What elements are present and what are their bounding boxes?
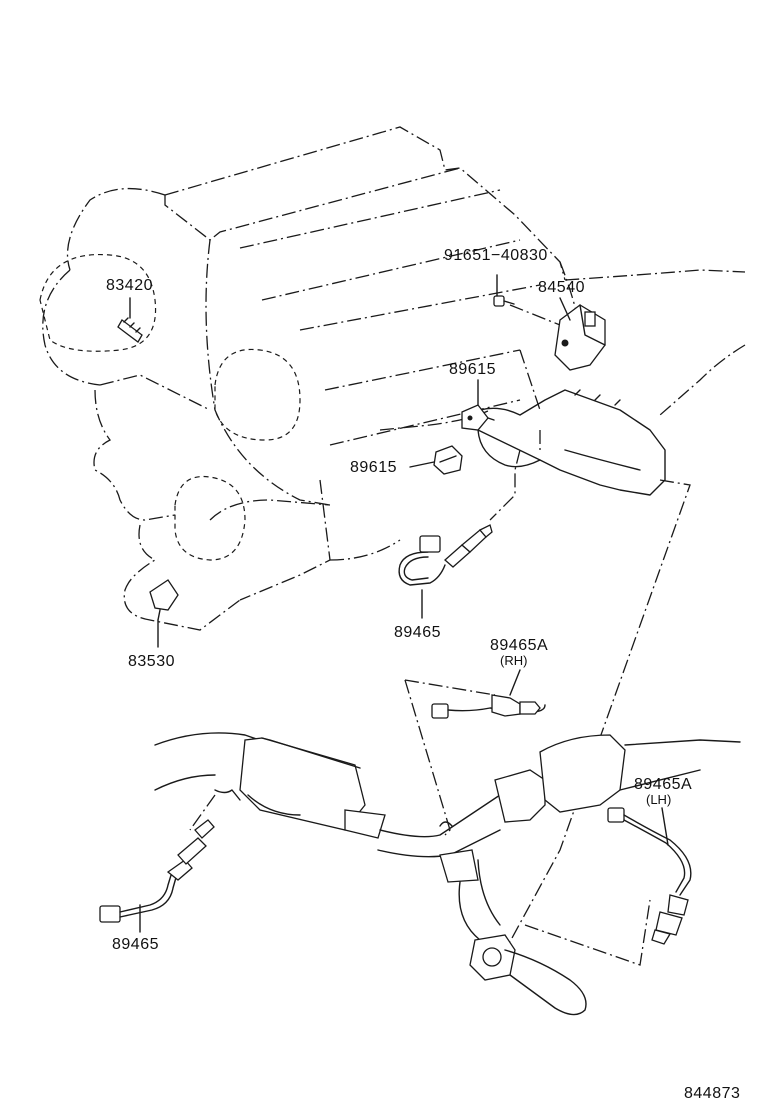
side-label-rh: (RH) xyxy=(500,653,528,668)
leader-lines-dashed xyxy=(189,304,691,966)
oxygen-sensor-89465A-rh[interactable] xyxy=(431,694,546,719)
part-label-89615-lower[interactable]: 89615 xyxy=(350,459,397,476)
sensor-89615-lower[interactable] xyxy=(433,445,463,475)
part-label-89465-upper[interactable]: 89465 xyxy=(394,624,441,641)
part-label-89465-lower[interactable]: 89465 xyxy=(112,936,159,953)
part-label-83420[interactable]: 83420 xyxy=(106,277,153,294)
sensor-83420[interactable] xyxy=(117,317,143,343)
part-label-89615-upper[interactable]: 89615 xyxy=(449,361,496,378)
side-label-lh: (LH) xyxy=(646,792,672,807)
leader-lines-solid xyxy=(129,274,669,933)
upper-exhaust-pipe xyxy=(477,269,746,496)
sensor-89615-upper[interactable] xyxy=(461,404,495,431)
oxygen-sensor-89465-lower[interactable] xyxy=(99,819,215,923)
bolt-91651-40830[interactable] xyxy=(493,295,515,307)
oxygen-sensor-89465A-lh[interactable] xyxy=(607,807,692,945)
part-label-84540[interactable]: 84540 xyxy=(538,279,585,296)
part-label-83530[interactable]: 83530 xyxy=(128,653,175,670)
lower-exhaust-system xyxy=(154,732,741,1016)
oxygen-sensor-89465-upper[interactable] xyxy=(398,524,493,586)
engine-flanges xyxy=(39,253,301,561)
sensor-83530[interactable] xyxy=(149,579,179,621)
part-label-91651-40830[interactable]: 91651−40830 xyxy=(444,247,548,264)
diagram-reference-number: 844873 xyxy=(684,1085,741,1102)
part-label-89465A-lh[interactable]: 89465A xyxy=(634,776,693,793)
part-label-89465A-rh[interactable]: 89465A xyxy=(490,637,549,654)
engine-outline xyxy=(42,126,581,631)
sensor-84540[interactable] xyxy=(554,304,606,371)
